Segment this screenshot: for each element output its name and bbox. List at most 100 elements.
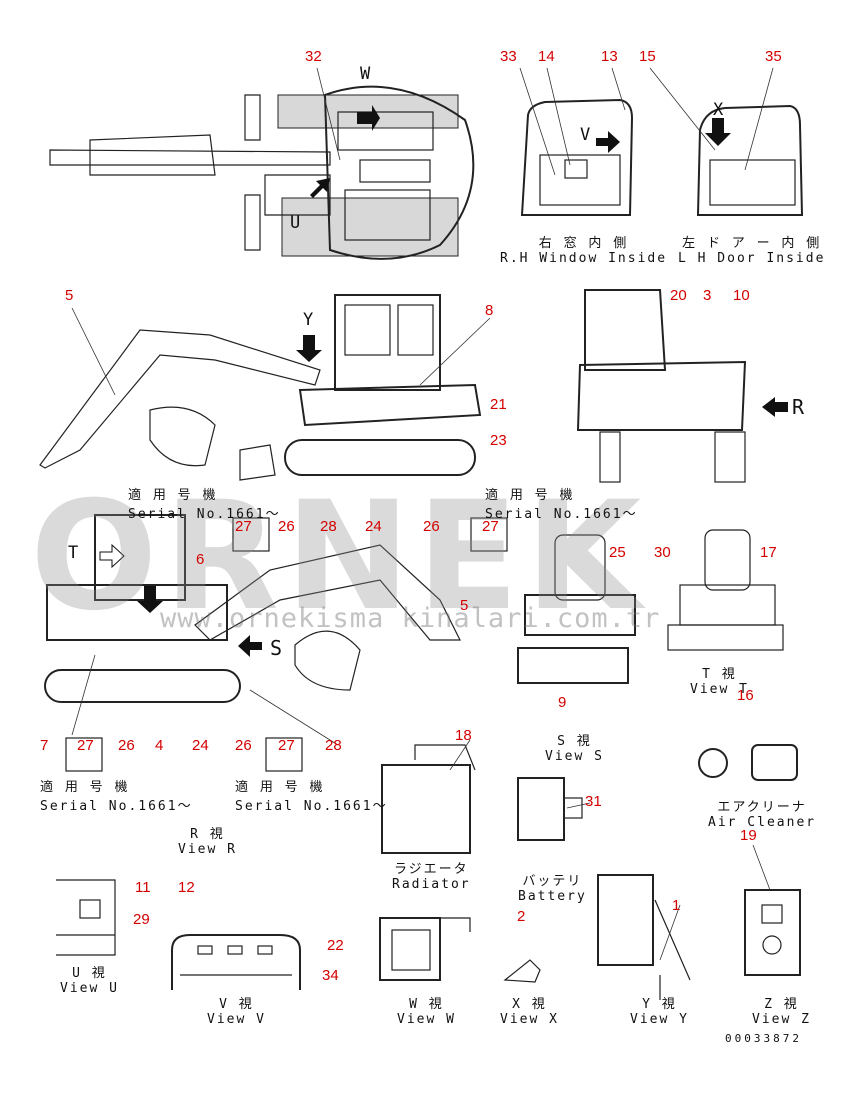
callout-5-upper: 5 [65, 287, 74, 304]
callout-16: 16 [737, 687, 754, 704]
label-view-u-en: View U [60, 981, 119, 996]
view-u-drawing [56, 879, 116, 956]
view-letter-s: S [270, 636, 285, 660]
label-view-x-jp: X 視 [512, 997, 547, 1012]
callout-22: 22 [327, 937, 344, 954]
label-serial-2: 適 用 号 機 Serial No.1661～ [485, 484, 638, 522]
callout-18: 18 [455, 727, 472, 744]
arrow-v-icon [596, 131, 620, 153]
arrow-t2-icon [137, 586, 163, 613]
label-view-v: V 視 View V [207, 993, 266, 1027]
top-view-drawing [49, 85, 475, 260]
callout-21: 21 [490, 396, 507, 413]
label-air-cleaner-en: Air Cleaner [708, 815, 817, 830]
arrow-s-icon [238, 635, 262, 657]
label-lh-door-jp: 左 ド ア ー 内 側 [682, 236, 822, 251]
label-view-z: Z 視 View Z [752, 993, 811, 1027]
callout-32: 32 [305, 48, 322, 65]
label-serial-2-en: Serial No.1661～ [485, 507, 638, 522]
label-view-y-jp: Y 視 [642, 997, 677, 1012]
callout-27-a: 27 [235, 518, 252, 535]
label-view-x: X 視 View X [500, 993, 559, 1027]
view-x-drawing [503, 959, 541, 983]
callout-24-b: 24 [192, 737, 209, 754]
callout-8: 8 [485, 302, 494, 319]
callout-28-a: 28 [320, 518, 337, 535]
label-view-u-jp: U 視 [72, 966, 107, 981]
callout-34: 34 [322, 967, 339, 984]
label-serial-2-jp: 適 用 号 機 [485, 488, 575, 503]
label-lh-door-en: L H Door Inside [678, 251, 826, 266]
label-rh-window-jp: 右 窓 内 側 [538, 236, 629, 251]
label-serial-1-jp: 適 用 号 機 [128, 488, 218, 503]
radiator-drawing [381, 744, 476, 854]
label-view-r: R 視 View R [178, 823, 237, 857]
label-serial-1-en: Serial No.1661～ [128, 507, 281, 522]
watermark-brand: ORNEK [30, 470, 648, 644]
label-view-v-jp: V 視 [219, 997, 254, 1012]
callout-27-c: 27 [77, 737, 94, 754]
label-radiator-en: Radiator [392, 877, 471, 892]
callout-6: 6 [196, 551, 205, 568]
serial-boxes [65, 517, 508, 772]
label-radiator: ラジエータ Radiator [392, 858, 471, 892]
label-serial-3: 適 用 号 機 Serial No.1661～ [40, 776, 193, 814]
callout-28-b: 28 [325, 737, 342, 754]
callout-17: 17 [760, 544, 777, 561]
label-view-w-jp: W 視 [409, 997, 444, 1012]
view-letter-y: Y [303, 310, 316, 330]
callout-33: 33 [500, 48, 517, 65]
callout-35: 35 [765, 48, 782, 65]
callout-24-a: 24 [365, 518, 382, 535]
callout-1: 1 [672, 897, 681, 914]
view-y-drawing [597, 874, 691, 1000]
label-view-s-jp: S 視 [557, 734, 592, 749]
view-u-band [281, 197, 459, 257]
label-view-r-en: View R [178, 842, 237, 857]
battery-drawing [517, 777, 583, 841]
label-serial-3-en: Serial No.1661～ [40, 799, 193, 814]
label-view-z-jp: Z 視 [764, 997, 799, 1012]
view-letter-t: T [68, 543, 81, 563]
callout-20: 20 [670, 287, 687, 304]
callout-3: 3 [703, 287, 712, 304]
callout-30: 30 [654, 544, 671, 561]
rh-window-drawing [520, 98, 634, 216]
label-battery-en: Battery [518, 889, 587, 904]
label-view-u: U 視 View U [60, 962, 119, 996]
view-letter-w: W [360, 64, 373, 84]
label-view-r-jp: R 視 [190, 827, 225, 842]
callout-7: 7 [40, 737, 49, 754]
label-view-w: W 視 View W [397, 993, 456, 1027]
label-view-t-en: View T [690, 682, 749, 697]
callout-19: 19 [740, 827, 757, 844]
callout-10: 10 [733, 287, 750, 304]
callout-9: 9 [558, 694, 567, 711]
arrow-r-icon [762, 397, 788, 417]
view-w-drawing [379, 917, 471, 981]
label-view-y-en: View Y [630, 1012, 689, 1027]
label-view-t-jp: T 視 [702, 667, 737, 682]
label-view-v-en: View V [207, 1012, 266, 1027]
label-view-w-en: View W [397, 1012, 456, 1027]
seat-drawing [517, 534, 636, 684]
arrow-y-icon [296, 335, 322, 362]
view-z-drawing [744, 889, 801, 976]
label-battery-jp: バッテリ [522, 874, 583, 889]
label-air-cleaner: エアクリーナ Air Cleaner [708, 796, 816, 830]
view-t-drawing [667, 529, 784, 651]
label-view-z-en: View Z [752, 1012, 811, 1027]
label-serial-1: 適 用 号 機 Serial No.1661～ [128, 484, 281, 522]
label-air-cleaner-jp: エアクリーナ [717, 800, 807, 815]
callout-5-lower: 5 [460, 597, 469, 614]
watermark-url: www.ornekisma kinalari.com.tr [160, 603, 661, 634]
label-battery: バッテリ Battery [518, 870, 587, 904]
rear-view-drawing [576, 289, 788, 483]
label-view-s-en: View S [545, 749, 604, 764]
side-view-drawing [39, 294, 482, 481]
leader-lines [71, 67, 774, 961]
callout-25: 25 [609, 544, 626, 561]
callout-13: 13 [601, 48, 618, 65]
callout-4: 4 [155, 737, 164, 754]
